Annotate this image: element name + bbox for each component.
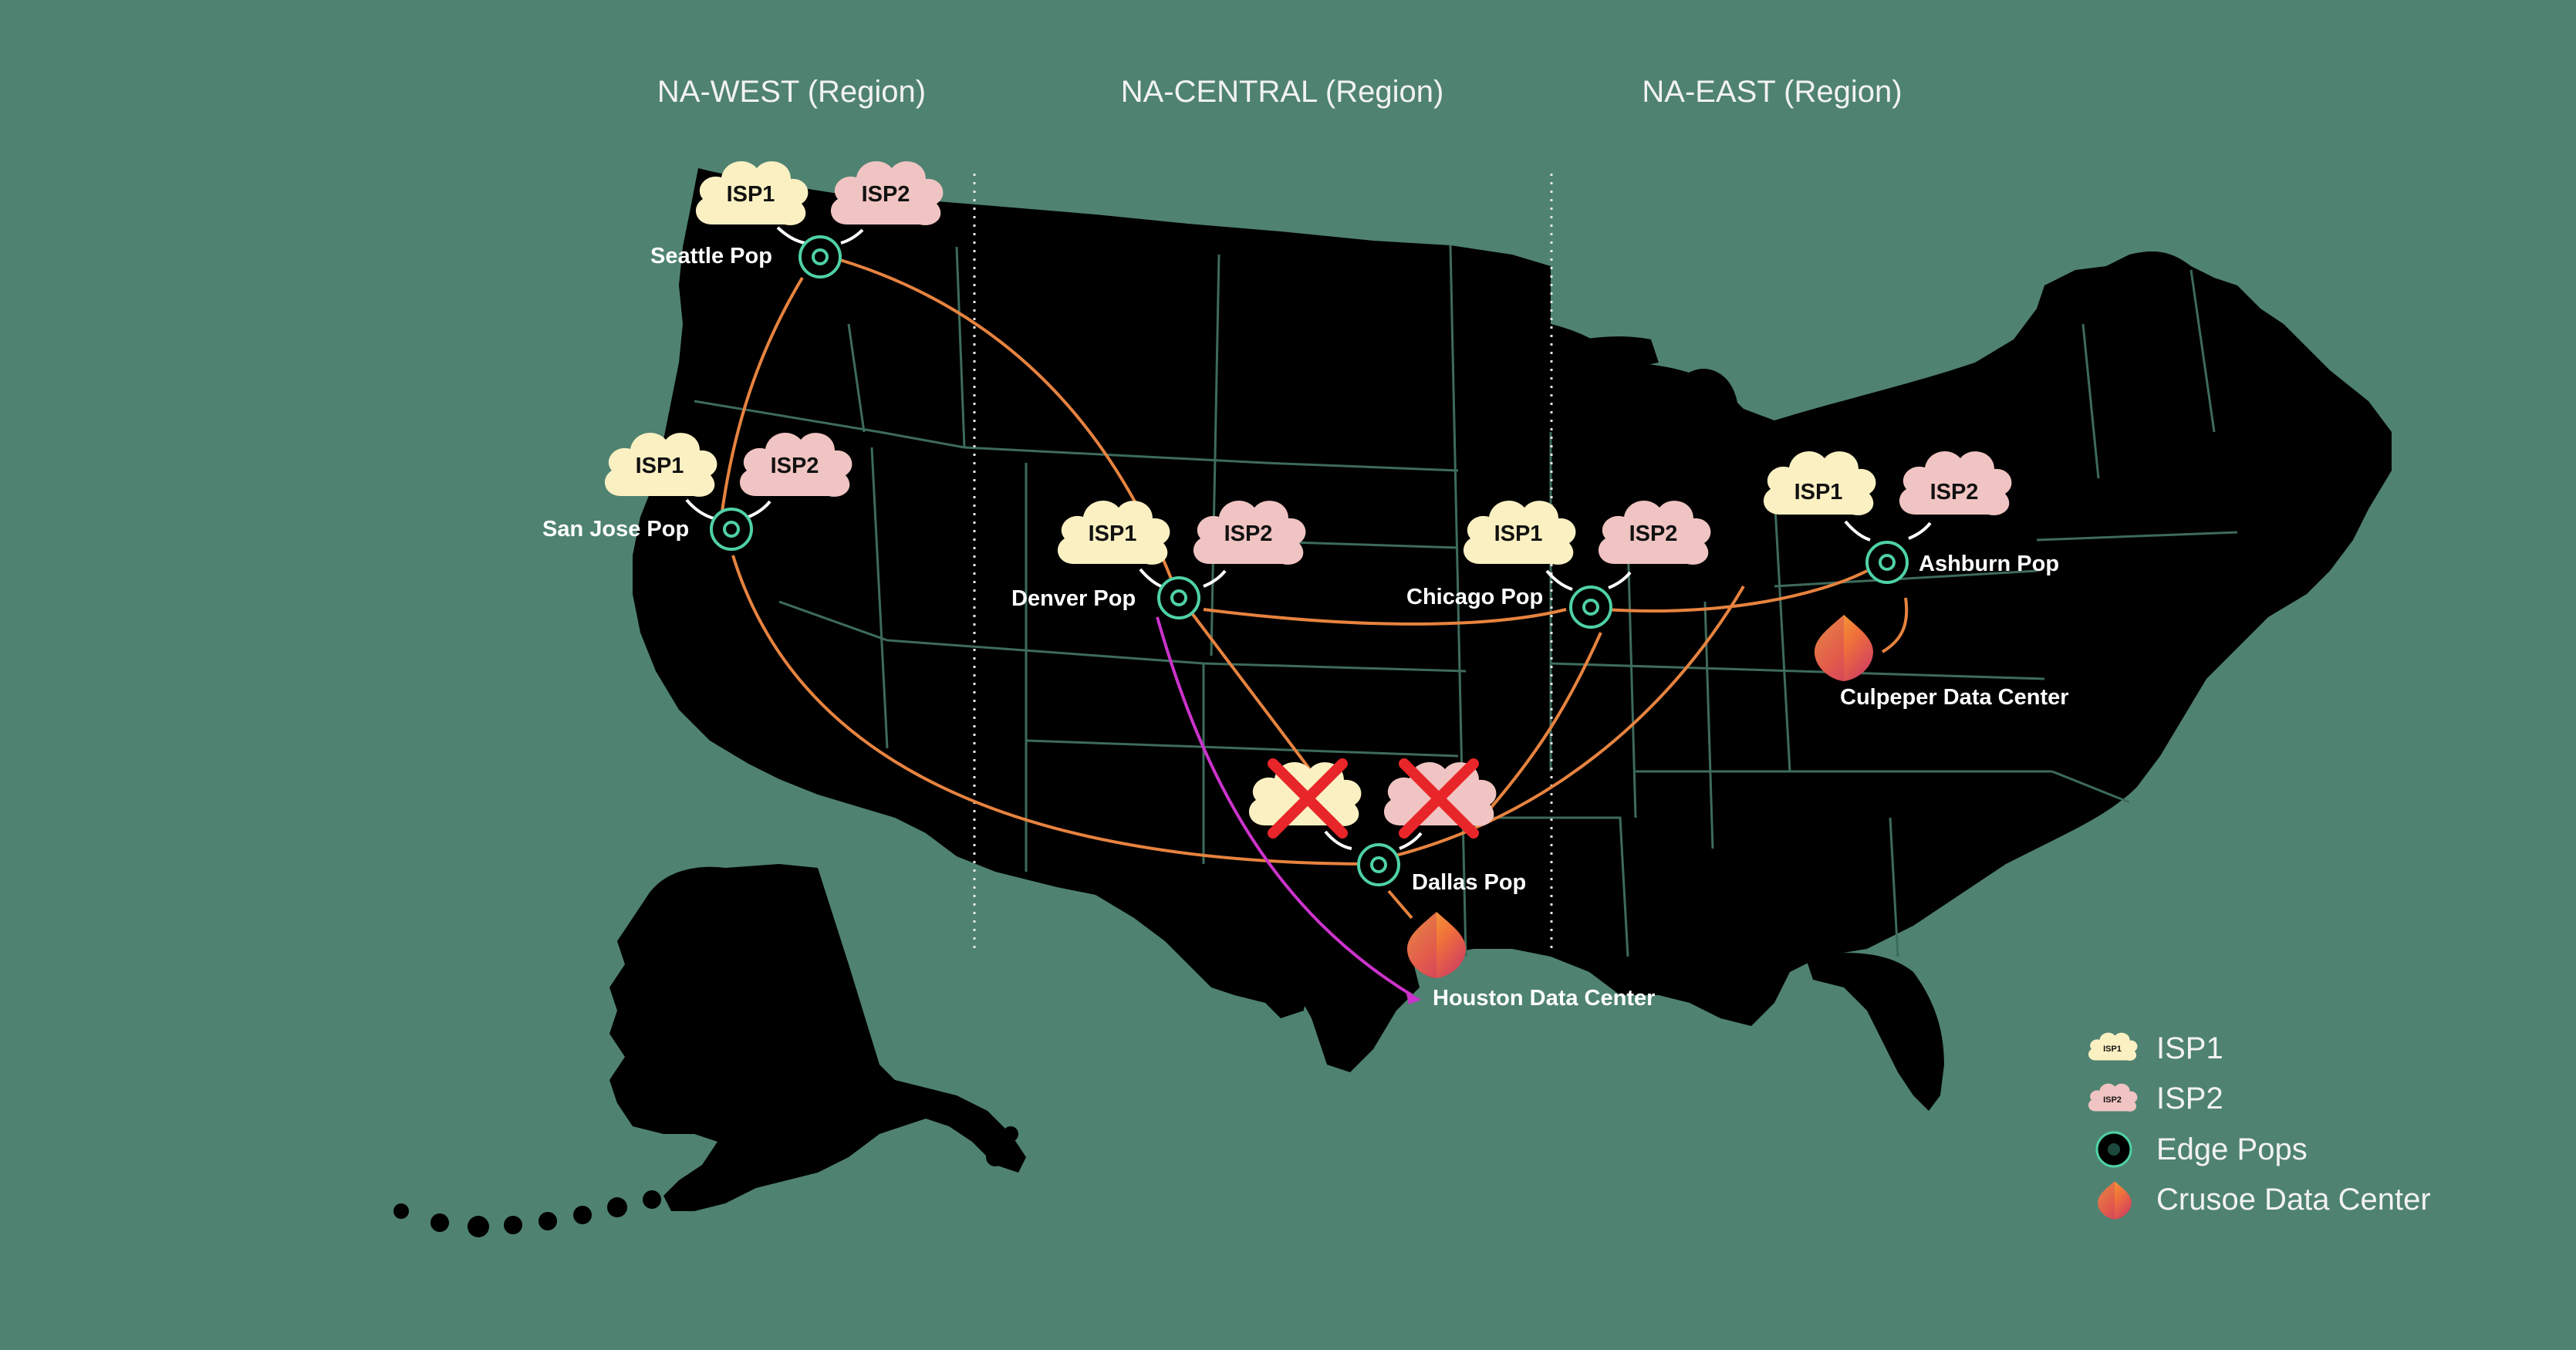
sanjose-pop-icon <box>710 508 753 551</box>
dallas-isp1-cloud-failed <box>1248 758 1362 839</box>
route-sanjose-dallas <box>731 555 1374 866</box>
legend-isp2-icon-text: ISP2 <box>2103 1095 2122 1105</box>
failover-arrowhead <box>1406 991 1421 1004</box>
seattle-pop-label: Seattle Pop <box>650 244 772 268</box>
denver-isp2-cloud: ISP2 <box>1193 500 1306 565</box>
route-denver-houston-failover <box>1156 616 1413 997</box>
legend-data-center: Crusoe Data Center <box>2098 1181 2431 1220</box>
route-dallas-ashburn <box>1392 585 1745 858</box>
usa-landmass <box>633 168 2392 1111</box>
seattle-isp2-cloud: ISP2 <box>830 160 944 225</box>
chicago-pop-icon <box>1569 586 1612 629</box>
route-denver-chicago <box>1203 608 1567 626</box>
seattle-isp1-label: ISP1 <box>727 182 775 207</box>
legend-isp1: ISP1 ISP1 <box>2088 1031 2223 1065</box>
legend-dc-label: Crusoe Data Center <box>2156 1183 2431 1217</box>
route-dallas-houston <box>1387 889 1413 920</box>
legend-isp2-label: ISP2 <box>2156 1082 2223 1115</box>
dallas-isp1-failure-x-icon <box>1268 758 1348 839</box>
culpeper-data-center: Culpeper Data Center <box>1815 615 2069 710</box>
sanjose-isp1-label: ISP1 <box>636 454 684 478</box>
seattle-pop-group: ISP1 ISP2 Seattle Pop <box>650 160 944 278</box>
denver-pop-group: ISP1 ISP2 Denver Pop <box>1011 500 1306 619</box>
route-chicago-dallas <box>1487 632 1602 812</box>
chicago-pop-group: ISP1 ISP2 Chicago Pop <box>1406 500 1711 629</box>
dallas-isp2-failure-x-icon <box>1399 758 1479 839</box>
state-borders <box>694 245 2238 957</box>
sanjose-isp1-cloud: ISP1 <box>604 432 717 497</box>
denver-isp2-label: ISP2 <box>1224 521 1273 546</box>
dallas-pop-group: Dallas Pop <box>1248 758 1526 895</box>
ashburn-pop-group: ISP1 ISP2 Ashburn Pop <box>1763 451 2059 584</box>
seattle-isp2-label: ISP2 <box>862 182 910 207</box>
legend-dc-icon <box>2098 1181 2132 1220</box>
route-chicago-ashburn <box>1604 569 1868 613</box>
ashburn-isp1-label: ISP1 <box>1794 480 1843 505</box>
region-label-east: NA-EAST (Region) <box>1642 75 1902 109</box>
san-jose-pop-group: ISP1 ISP2 San Jose Pop <box>542 432 852 551</box>
ashburn-isp1-cloud: ISP1 <box>1763 451 1876 515</box>
legend-edge-pops: Edge Pops <box>2095 1131 2308 1168</box>
dallas-pop-icon <box>1357 843 1400 886</box>
legend-edge-pops-label: Edge Pops <box>2156 1132 2308 1166</box>
legend-isp1-label: ISP1 <box>2156 1031 2223 1065</box>
legend-isp1-icon-text: ISP1 <box>2103 1045 2122 1054</box>
ashburn-isp2-label: ISP2 <box>1930 480 1979 505</box>
region-label-central: NA-CENTRAL (Region) <box>1121 75 1444 109</box>
denver-isp1-label: ISP1 <box>1089 521 1137 546</box>
chicago-isp2-cloud: ISP2 <box>1598 500 1711 565</box>
chicago-isp1-label: ISP1 <box>1494 521 1543 546</box>
chicago-isp2-label: ISP2 <box>1629 521 1678 546</box>
culpeper-dc-label: Culpeper Data Center <box>1840 685 2069 710</box>
houston-data-center: Houston Data Center <box>1407 912 1655 1011</box>
ashburn-pop-icon <box>1865 541 1909 584</box>
legend-isp2: ISP2 ISP2 <box>2088 1082 2223 1115</box>
chicago-isp1-cloud: ISP1 <box>1463 500 1576 565</box>
denver-isp1-cloud: ISP1 <box>1057 500 1170 565</box>
denver-pop-icon <box>1157 576 1200 619</box>
route-seattle-sanjose <box>720 276 804 518</box>
legend: ISP1 ISP1 ISP2 ISP2 Edge Pops Crusoe Dat… <box>2088 1031 2431 1220</box>
dallas-pop-label: Dallas Pop <box>1412 870 1526 895</box>
seattle-isp1-cloud: ISP1 <box>695 160 809 225</box>
region-label-west: NA-WEST (Region) <box>657 75 926 109</box>
legend-edge-pop-icon <box>2095 1131 2132 1168</box>
sanjose-isp2-label: ISP2 <box>771 454 819 478</box>
alaska-landmass <box>393 864 1026 1237</box>
sanjose-isp2-cloud: ISP2 <box>739 432 852 497</box>
houston-dc-label: Houston Data Center <box>1433 986 1655 1011</box>
denver-pop-label: Denver Pop <box>1011 586 1136 611</box>
sanjose-pop-label: San Jose Pop <box>542 517 689 542</box>
chicago-pop-label: Chicago Pop <box>1406 585 1543 609</box>
dallas-isp2-cloud-failed <box>1383 758 1497 839</box>
seattle-pop-icon <box>798 235 842 278</box>
route-ashburn-culpeper <box>1881 597 1909 653</box>
ashburn-isp2-cloud: ISP2 <box>1899 451 2012 515</box>
region-dividers <box>973 174 1553 949</box>
ashburn-pop-label: Ashburn Pop <box>1919 552 2059 576</box>
